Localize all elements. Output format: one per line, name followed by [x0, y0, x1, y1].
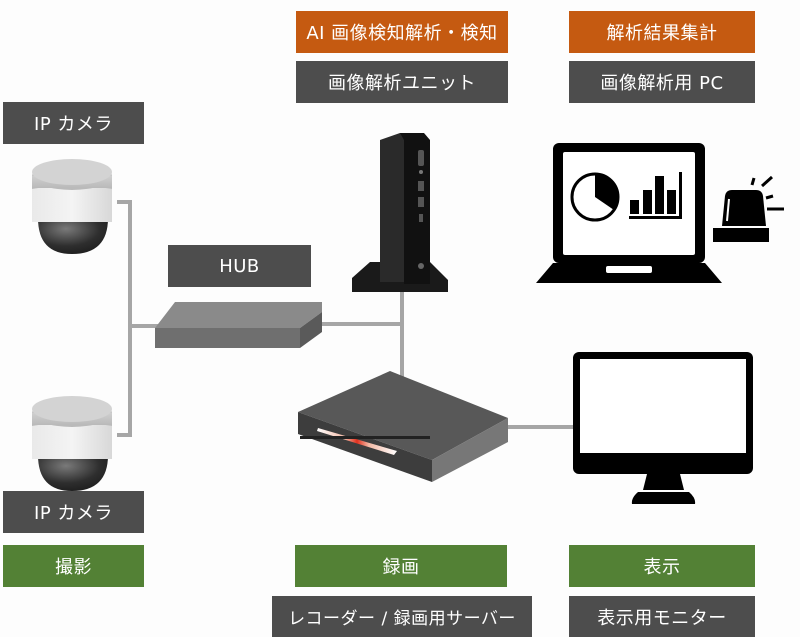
- ip-camera-bottom-label: IP カメラ: [3, 491, 144, 533]
- camera1-to-hub-line: [117, 200, 132, 437]
- capture-role-label: 撮影: [3, 545, 144, 587]
- alarm-beacon-icon: [713, 175, 784, 242]
- bar-chart-glyph: [629, 172, 682, 219]
- network-hub-icon: [155, 302, 322, 348]
- laptop-dashboard-icon: [536, 143, 722, 283]
- ip-camera-top-label: IP カメラ: [3, 102, 144, 144]
- hub-label: HUB: [168, 245, 311, 287]
- desktop-monitor-icon: [573, 352, 753, 504]
- dome-camera-icon: [32, 396, 112, 491]
- analysis-pc-label: 画像解析用 PC: [569, 61, 755, 103]
- nvr-recorder-icon: [298, 371, 508, 482]
- analysis-unit-label: 画像解析ユニット: [296, 61, 508, 103]
- recorder-label: レコーダー / 録画用サーバー: [272, 596, 532, 637]
- aggregate-function-label: 解析結果集計: [569, 11, 755, 53]
- record-role-label: 録画: [295, 545, 507, 587]
- pie-chart-glyph: [570, 172, 620, 222]
- mini-pc-tower-icon: [352, 133, 448, 292]
- dome-camera-icon: [32, 159, 112, 254]
- connection-lines: [117, 200, 576, 437]
- monitor-label: 表示用モニター: [569, 596, 755, 637]
- ai-function-label: AI 画像検知解析・検知: [296, 11, 508, 53]
- display-role-label: 表示: [569, 545, 755, 587]
